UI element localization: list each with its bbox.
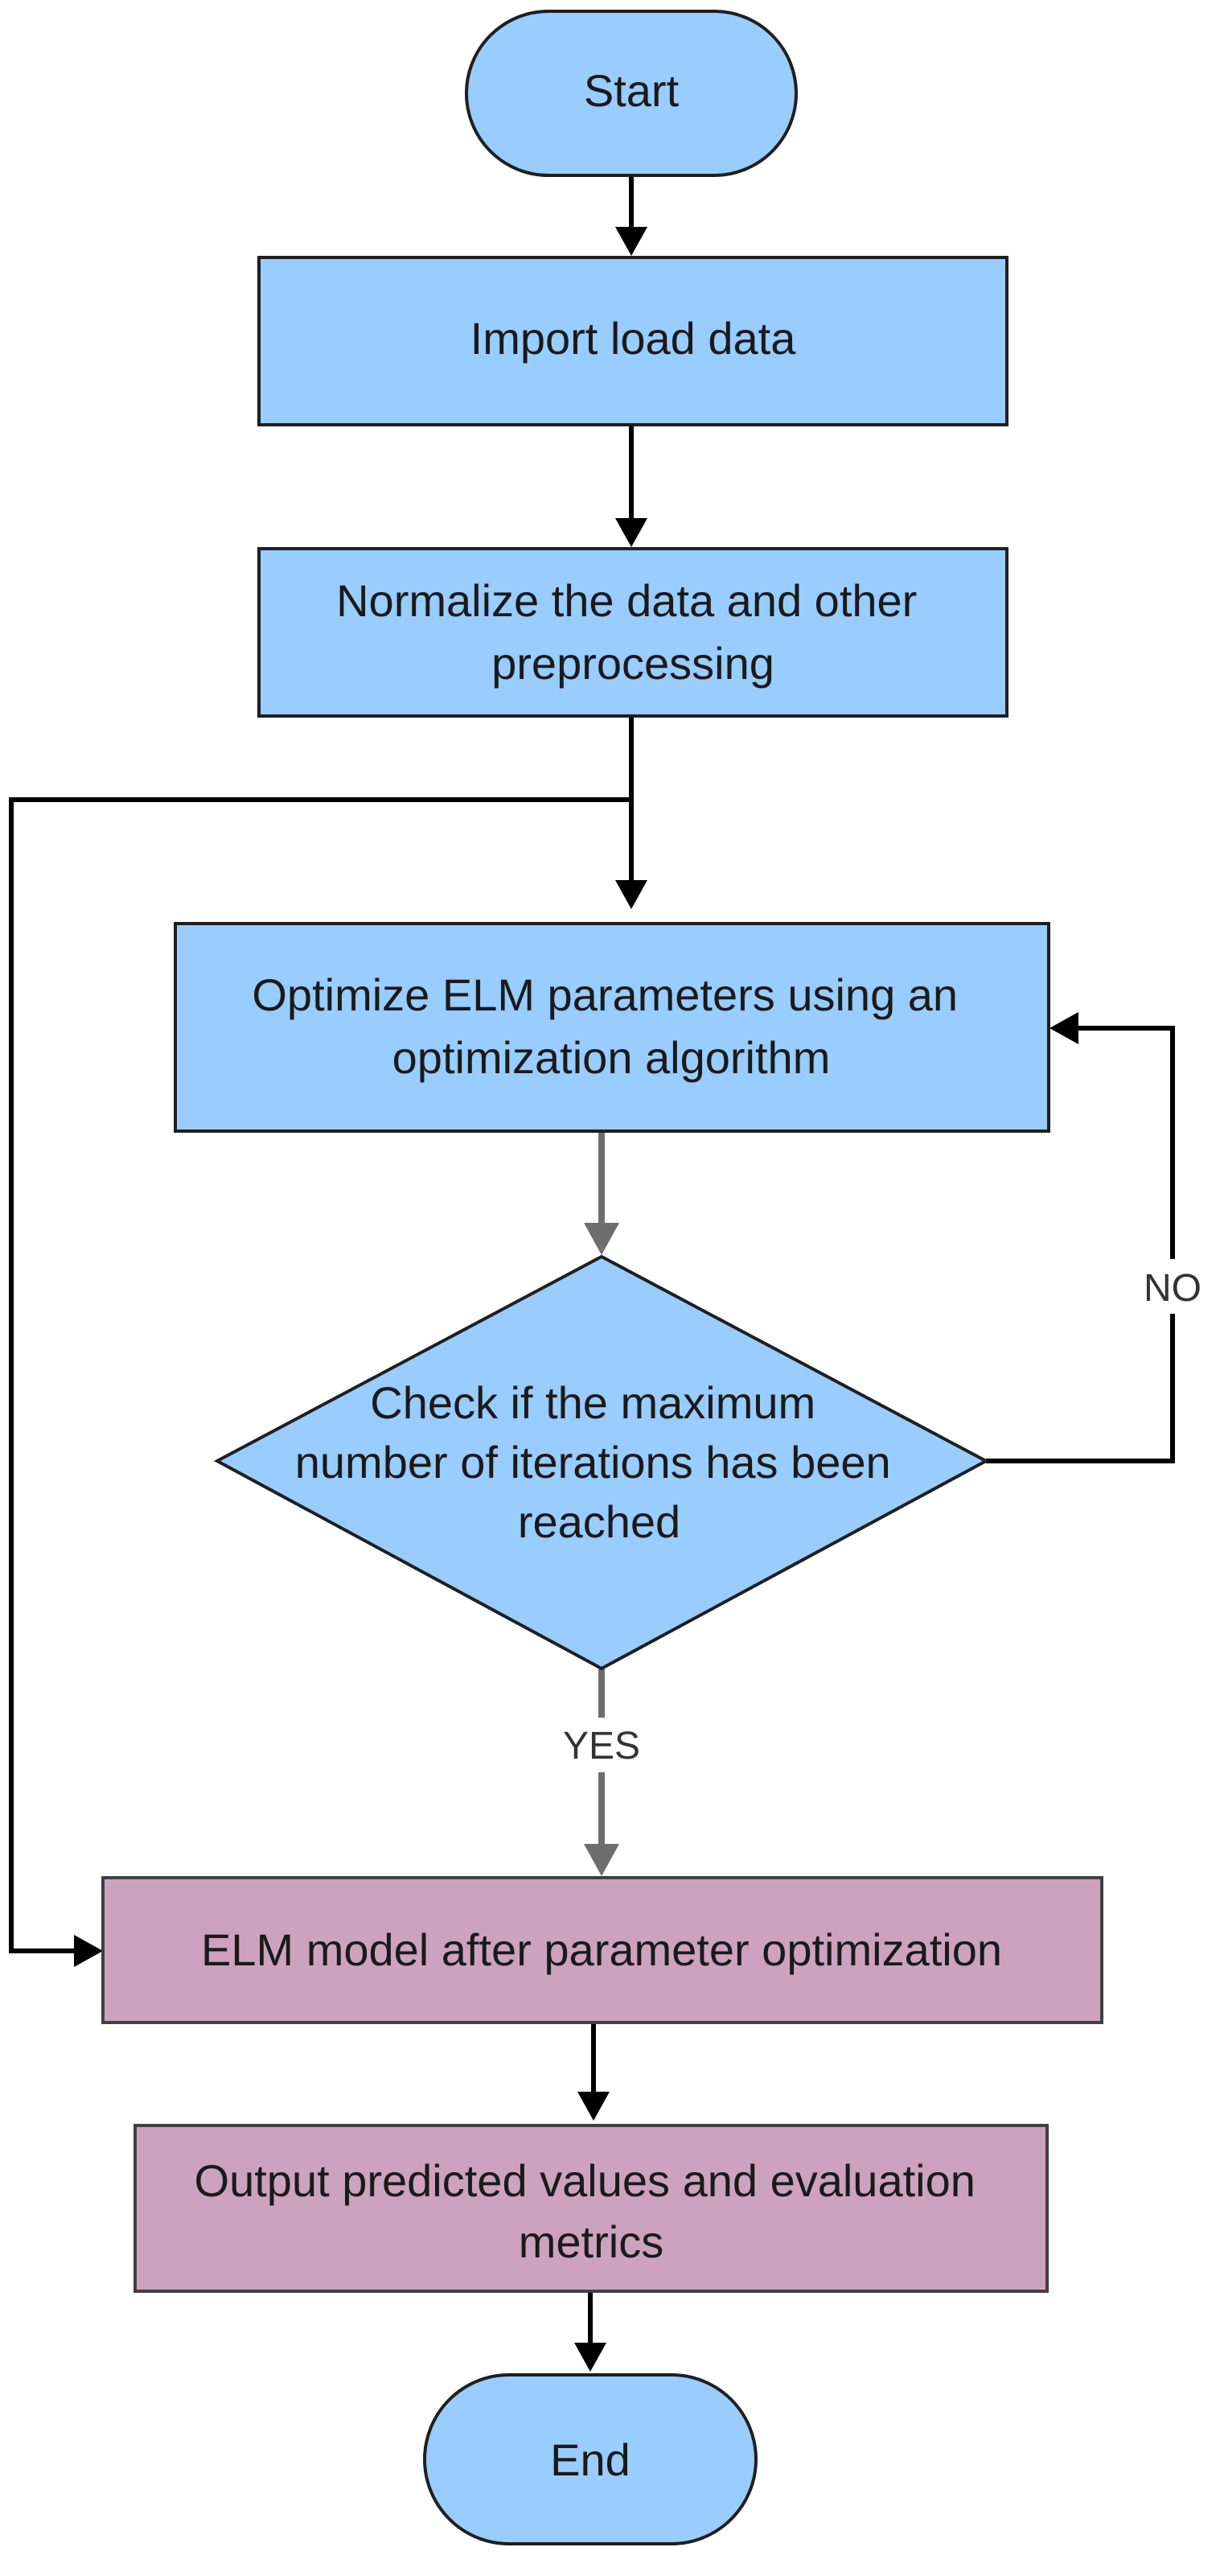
normalize-label-line-2: preprocessing <box>491 638 774 689</box>
arrowhead-no-loop <box>1050 1012 1078 1044</box>
elm-model-label: ELM model after parameter optimization <box>201 1924 1002 1975</box>
normalize-label: Normalize the data and other preprocessi… <box>336 575 930 689</box>
check-label-line-3: reached <box>518 1496 680 1547</box>
import-data-box <box>257 256 1008 426</box>
check-label-line-1: Check if the maximum <box>370 1377 815 1428</box>
import-data-label: Import load data <box>470 313 797 364</box>
arrowhead-yes <box>584 1844 619 1876</box>
optimize-label-line-2: optimization algorithm <box>392 1032 831 1083</box>
arrowhead-import-to-normalize <box>615 518 647 547</box>
start-label: Start <box>584 65 680 116</box>
no-label-bg <box>1140 1259 1205 1314</box>
optimize-box <box>174 922 1050 1133</box>
output-label-line-1: Output predicted values and evaluation <box>195 2155 976 2206</box>
output-box <box>134 2124 1049 2293</box>
end-label: End <box>550 2434 631 2485</box>
arrowhead-start-to-import <box>615 227 647 256</box>
arrowhead-elm-to-output <box>577 2092 610 2121</box>
arrowhead-normalize-to-optimize <box>615 880 647 909</box>
no-label: NO <box>1144 1267 1202 1310</box>
check-iterations-label: Check if the maximum number of iteration… <box>295 1377 903 1547</box>
yes-label: YES <box>563 1725 640 1767</box>
check-iterations-decision <box>213 1254 990 1671</box>
arrowhead-bypass-to-elm-model <box>74 1935 103 1967</box>
elm-model-box <box>101 1876 1103 2024</box>
optimize-label-line-1: Optimize ELM parameters using an <box>252 969 958 1020</box>
normalize-label-line-1: Normalize the data and other <box>336 575 917 626</box>
normalize-box <box>257 547 1008 718</box>
yes-label-bg <box>557 1718 647 1772</box>
start-terminator <box>465 10 798 177</box>
optimize-label: Optimize ELM parameters using an optimiz… <box>252 969 970 1083</box>
arrow-bypass-to-elm-model <box>9 797 631 1953</box>
output-label: Output predicted values and evaluation m… <box>195 2155 988 2267</box>
check-label-line-2: number of iterations has been <box>295 1437 891 1488</box>
arrowhead-optimize-to-check <box>584 1223 619 1255</box>
arrow-no-loop <box>986 1026 1175 1463</box>
arrowhead-output-to-end <box>574 2343 606 2372</box>
output-label-line-2: metrics <box>519 2216 663 2267</box>
end-terminator <box>423 2373 758 2545</box>
